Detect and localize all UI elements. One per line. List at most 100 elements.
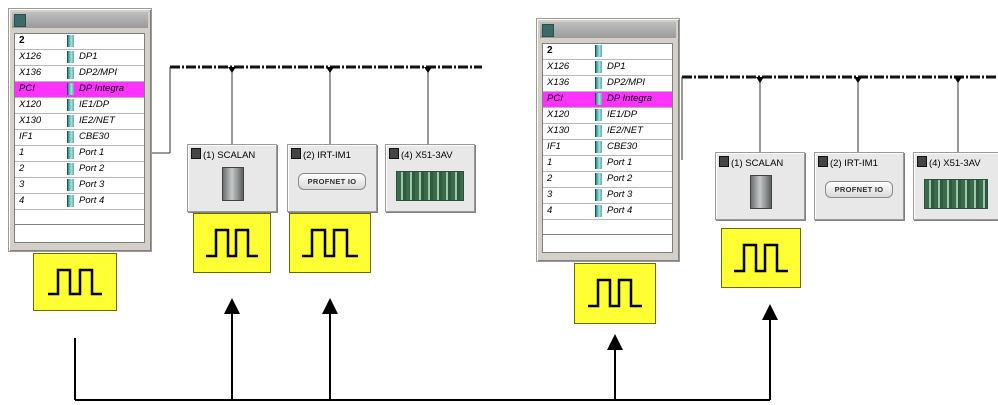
rack-row[interactable]: X126 DP1 [15,50,144,66]
device-icon [191,148,201,159]
rack-divider [15,224,144,225]
io-rack-icon [924,179,988,209]
slot-label: IF1 [19,131,33,142]
square-wave-clock-icon [721,228,801,288]
device-icon [291,148,301,159]
slot-label: PCI [19,83,35,94]
device-io-rack-right[interactable]: (4) X51-3AV [913,152,998,220]
module-icon [67,195,74,207]
device-icon [818,156,828,167]
module-name: Port 1 [79,147,105,158]
slot-label: 4 [547,205,553,216]
slot-label: 2 [547,45,553,56]
rack-row[interactable]: IF1 CBE30 [15,130,144,146]
module-name: DP1 [79,51,98,62]
module-icon [67,51,74,63]
module-icon [67,83,74,95]
slot-label: 1 [547,157,553,168]
device-label: (2) IRT-IM1 [303,150,351,161]
station-rack-left[interactable]: 2 X126 DP1 X136 DP2/MPI PCI DP Integra X… [8,8,152,252]
module-name: IE2/NET [79,115,115,126]
slot-label: X120 [547,109,570,120]
module-name: Port 3 [79,179,105,190]
rack-row[interactable]: X120 IE1/DP [543,108,672,124]
scalance-switch-icon [222,167,244,201]
rack-row[interactable]: 2 [15,34,144,50]
square-wave-clock-icon [33,253,117,311]
module-icon [595,93,602,105]
rack-row[interactable]: 4 Port 4 [543,204,672,220]
rack-row[interactable]: X126 DP1 [543,60,672,76]
module-name: DP2/MPI [79,67,118,78]
module-icon [67,147,74,159]
slot-label: 4 [19,195,25,206]
rack-row[interactable]: X136 DP2/MPI [15,66,144,82]
rack-row[interactable]: X120 IE1/DP [15,98,144,114]
slot-label: 2 [19,163,25,174]
module-name: Port 1 [607,157,633,168]
module-icon [595,141,602,153]
module-icon [595,173,602,185]
rack-row[interactable]: X130 IE2/NET [543,124,672,140]
rack-row[interactable]: X136 DP2/MPI [543,76,672,92]
square-wave-clock-icon [193,213,271,273]
rack-slot-table: 2 X126 DP1 X136 DP2/MPI PCI DP Integra X… [14,33,145,243]
slot-label: X120 [19,99,42,110]
device-header: (4) X51-3AV [917,156,996,169]
rack-row[interactable]: IF1 CBE30 [543,140,672,156]
rack-row-selected[interactable]: PCI DP Integra [15,82,144,98]
module-icon [595,125,602,137]
device-irt-im-left[interactable]: (2) IRT-IM1 PROFNET IO [287,144,377,212]
device-header: (4) X51-3AV [389,148,472,161]
slot-label: X126 [547,61,570,72]
device-scalance-left[interactable]: (1) SCALAN [187,144,277,212]
module-icon [67,163,74,175]
slot-label: 2 [547,173,553,184]
slot-label: X126 [19,51,42,62]
profinet-io-icon: PROFNET IO [825,181,893,198]
module-icon [67,115,74,127]
device-label: (1) SCALAN [731,158,784,169]
rack-row-selected[interactable]: PCI DP Integra [543,92,672,108]
io-rack-icon [396,171,464,201]
module-icon [595,77,602,89]
module-name: CBE30 [79,131,110,142]
module-name: Port 4 [607,205,633,216]
module-icon [67,131,74,143]
bus-tap-right-1 [756,77,764,83]
slot-label: X130 [547,125,570,136]
rack-row[interactable]: 3 Port 3 [543,188,672,204]
slot-label: X136 [547,77,570,88]
rack-row[interactable]: 3 Port 3 [15,178,144,194]
device-label: (4) X51-3AV [401,150,453,161]
rack-row[interactable]: 2 Port 2 [543,172,672,188]
station-icon [542,24,554,37]
module-icon [595,61,602,73]
module-name: Port 2 [607,173,633,184]
bus-tap-right-2 [854,77,862,83]
device-label: (1) SCALAN [203,150,256,161]
module-name: IE1/DP [607,109,638,120]
station-rack-right[interactable]: 2 X126 DP1 X136 DP2/MPI PCI DP Integra X… [536,18,680,262]
bus-tap-left-2 [326,67,334,73]
device-label: (2) IRT-IM1 [830,158,878,169]
rack-row[interactable]: 4 Port 4 [15,194,144,210]
module-name: DP1 [607,61,626,72]
rack-row[interactable]: 1 Port 1 [543,156,672,172]
rack-row[interactable]: 1 Port 1 [15,146,144,162]
scalance-switch-icon [750,175,772,209]
device-scalance-right[interactable]: (1) SCALAN [715,152,805,220]
device-header: (2) IRT-IM1 [291,148,374,161]
module-icon [595,189,602,201]
device-io-rack-left[interactable]: (4) X51-3AV [385,144,475,212]
module-icon [595,109,602,121]
rack-row[interactable]: 2 Port 2 [15,162,144,178]
slot-label: 3 [19,179,25,190]
bus-tap-left-1 [228,67,236,73]
rack-divider [543,234,672,235]
device-irt-im-right[interactable]: (2) IRT-IM1 PROFNET IO [814,152,904,220]
rack-row[interactable]: X130 IE2/NET [15,114,144,130]
slot-label: 2 [19,35,25,46]
rack-row[interactable]: 2 [543,44,672,60]
module-name: CBE30 [607,141,638,152]
